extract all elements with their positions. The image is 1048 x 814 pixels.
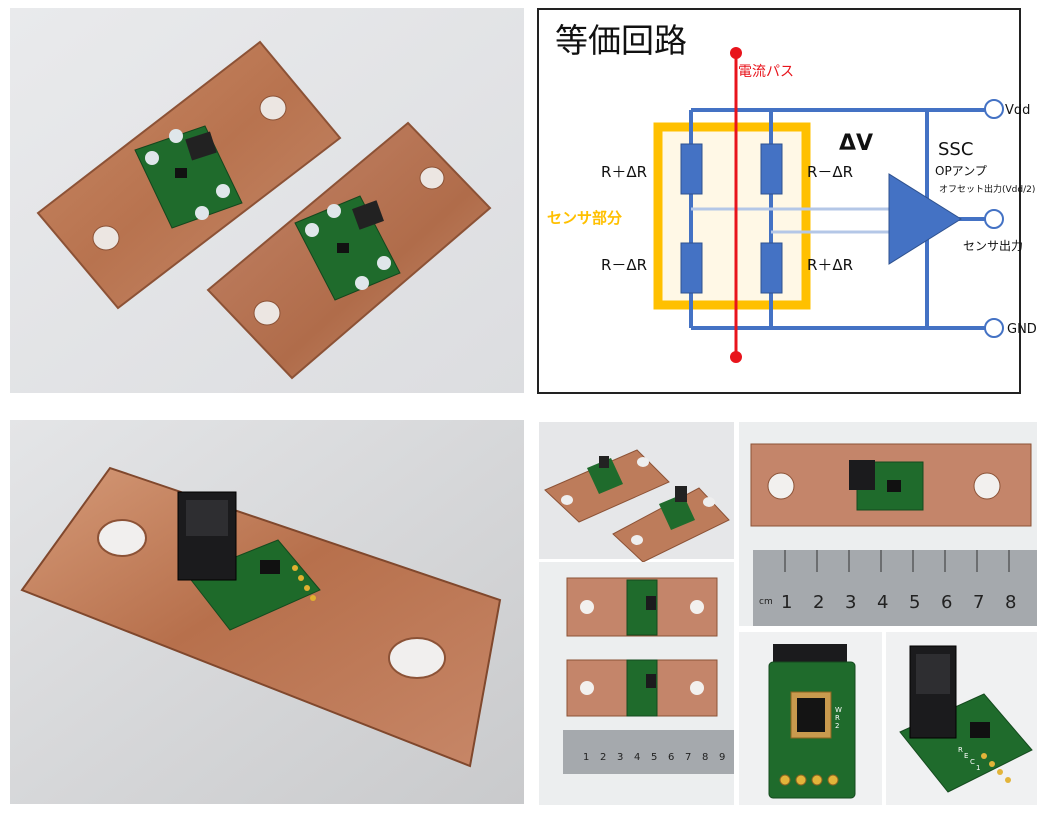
ruler-unit: cm	[759, 597, 773, 607]
sensor-output-label: センサ出力	[963, 239, 1023, 253]
ruler-number: 8	[1005, 592, 1016, 613]
opamp-triangle	[888, 173, 962, 265]
photo-two-plates-with-ruler: 1 2 3 4 5 6 7 8 9	[539, 562, 734, 805]
delta-v-label: ΔV	[839, 131, 873, 156]
photo-two-plates-small	[539, 422, 734, 563]
vdd-label: Vdd	[1005, 103, 1030, 118]
chip-marking: 1	[976, 764, 980, 772]
ruler-number: 6	[668, 752, 674, 763]
ruler-number: 5	[651, 752, 657, 763]
ruler-number: 9	[719, 752, 725, 763]
photo-plate-with-ruler: cm 1 2 3 4 5 6 7 8	[739, 422, 1037, 626]
ruler-number: 3	[845, 592, 856, 613]
photo-pcb-closeup-angled: R E C 1	[886, 632, 1037, 805]
chip-marking: 2	[835, 722, 839, 730]
equivalent-circuit-diagram: 等価回路 電流パス Vdd	[537, 8, 1037, 394]
chip-marking: C	[970, 758, 975, 766]
photo-pcb-closeup-front: W R 2	[739, 632, 882, 805]
ruler-number: 2	[600, 752, 606, 763]
ruler-number: 2	[813, 592, 824, 613]
ruler-number: 3	[617, 752, 623, 763]
sensor-part-frame	[653, 122, 811, 310]
output-terminal	[984, 209, 1004, 229]
current-path-label: 電流パス	[738, 64, 794, 80]
resistor-top-left	[680, 143, 703, 195]
current-path-top-dot	[730, 47, 742, 59]
ruler-number: 7	[973, 592, 984, 613]
resistor-label-bottom-right: R＋ΔR	[807, 256, 853, 274]
ssc-label: SSC	[938, 139, 973, 160]
ruler-number: 5	[909, 592, 920, 613]
ruler-number: 1	[583, 752, 589, 763]
resistor-label-top-right: R－ΔR	[807, 163, 853, 181]
resistor-top-right	[760, 143, 783, 195]
gnd-label: GND	[1007, 322, 1037, 337]
chip-marking: R	[958, 746, 963, 754]
chip-marking: R	[835, 714, 840, 722]
resistor-label-top-left: R＋ΔR	[601, 163, 647, 181]
gnd-terminal	[984, 318, 1004, 338]
ruler-number: 4	[634, 752, 640, 763]
sensor-part-label: センサ部分	[547, 209, 622, 227]
chip-marking: E	[964, 752, 968, 760]
resistor-bottom-left	[680, 242, 703, 294]
chip-marking: W	[835, 706, 842, 714]
ruler-number: 7	[685, 752, 691, 763]
ruler-number: 1	[781, 592, 792, 613]
resistor-label-bottom-left: R－ΔR	[601, 256, 647, 274]
bridge-inner-wires	[691, 207, 889, 234]
photo-copper-plate-angled	[10, 420, 524, 804]
resistor-bottom-right	[760, 242, 783, 294]
ruler-number: 4	[877, 592, 888, 613]
ruler-number: 8	[702, 752, 708, 763]
offset-output-label: オフセット出力(Vdd/2)	[939, 183, 1035, 195]
circuit-title: 等価回路	[555, 21, 687, 60]
ruler-number: 6	[941, 592, 952, 613]
vdd-terminal	[984, 99, 1004, 119]
opamp-label: OPアンプ	[935, 164, 987, 178]
current-path-bottom-dot	[730, 351, 742, 363]
photo-two-copper-plates	[10, 8, 524, 393]
